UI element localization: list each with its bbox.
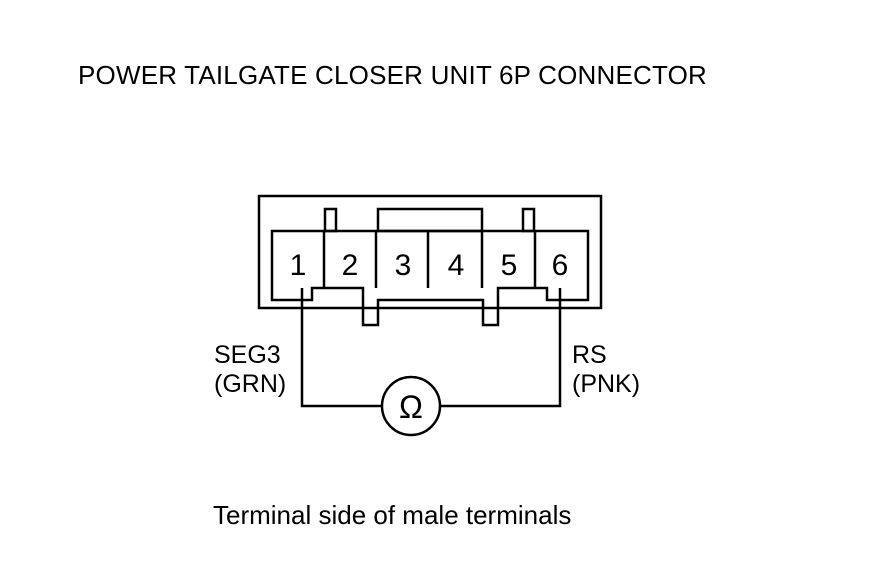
connector-tab-left: [323, 207, 338, 233]
wire-color: (PNK): [572, 370, 641, 398]
connector-inner-body: [270, 229, 590, 327]
ohmmeter-circle: [380, 375, 442, 437]
probe-lead-right: [440, 288, 562, 408]
wire-name: SEG3: [214, 341, 281, 369]
wire-name: RS: [572, 341, 607, 369]
terminal-number: 1: [290, 249, 307, 282]
wire-label-seg3: SEG3 (GRN): [214, 341, 286, 399]
terminal-number: 6: [552, 249, 569, 282]
wire-color: (GRN): [214, 370, 287, 398]
terminal-number: 3: [395, 249, 412, 282]
connector-tab-center: [376, 207, 484, 233]
diagram-caption: Terminal side of male terminals: [213, 500, 572, 530]
terminal-number: 2: [342, 249, 359, 282]
wire-label-rs: RS (PNK): [572, 341, 640, 399]
connector-tab-right: [521, 207, 536, 233]
probe-lead-left: [300, 288, 382, 408]
diagram-title: POWER TAILGATE CLOSER UNIT 6P CONNECTOR: [78, 60, 708, 90]
ohm-symbol: Ω: [399, 389, 423, 425]
terminal-number: 5: [501, 249, 518, 282]
terminal-number: 4: [448, 249, 465, 282]
connector-housing: [257, 194, 603, 310]
